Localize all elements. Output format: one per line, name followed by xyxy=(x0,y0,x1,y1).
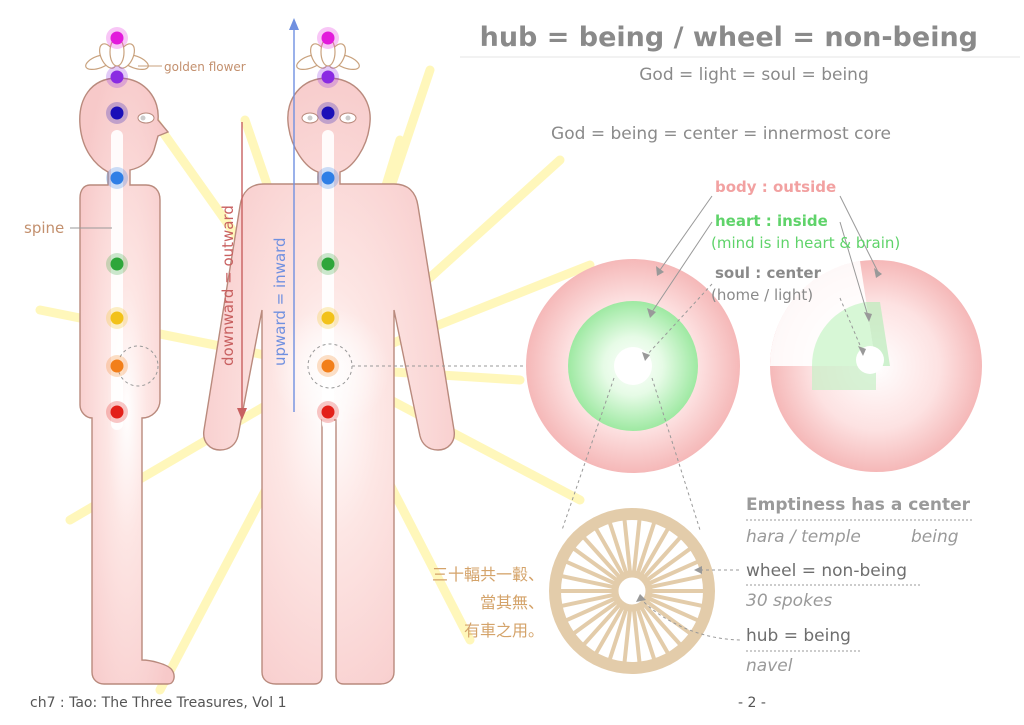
label-pointers xyxy=(645,195,879,357)
hub-label: hub = being xyxy=(746,626,851,646)
sphere-cross-section xyxy=(526,259,740,473)
spine-label: spine xyxy=(24,219,64,237)
hara-label: hara / temple xyxy=(746,527,861,547)
upward-label: upward = inward xyxy=(271,237,289,366)
wheel-spoke xyxy=(643,604,682,646)
wheel-spoke xyxy=(640,527,670,575)
wheel-spoke xyxy=(640,607,670,655)
chakra-dot xyxy=(321,311,335,325)
soul-label: soul : center xyxy=(715,264,822,282)
wheel-spoke xyxy=(649,597,699,623)
downward-arrow xyxy=(237,122,247,420)
chakra-dot xyxy=(110,70,124,84)
chakra-dot xyxy=(110,171,124,185)
wheel-spoke xyxy=(607,609,628,661)
wheel-spoke xyxy=(561,593,613,608)
wheel-spoke xyxy=(561,574,613,589)
chakra-dot xyxy=(110,31,124,45)
chinese-line-2: 當其無、 xyxy=(480,593,544,612)
chakras-front-figure xyxy=(317,27,339,423)
chakra-dot xyxy=(321,257,335,271)
spokes-label: 30 spokes xyxy=(746,591,832,611)
chakra-dot xyxy=(110,257,124,271)
wheel-spoke xyxy=(647,547,692,581)
golden-flower-label: golden flower xyxy=(164,60,246,74)
chakra-dot xyxy=(321,405,335,419)
body-label: body : outside xyxy=(715,178,836,196)
wheel-spoke xyxy=(636,609,657,661)
wheel-spoke xyxy=(622,610,632,663)
chakra-dot xyxy=(110,405,124,419)
subtitle: God = light = soul = being xyxy=(639,65,869,85)
wheel-spoke xyxy=(632,519,642,572)
wheel-spoke xyxy=(565,597,615,623)
chakra-dot xyxy=(110,106,124,120)
chakra-dot xyxy=(321,106,335,120)
wheel-spoke xyxy=(622,519,632,572)
downward-label: downward = outward xyxy=(219,205,237,366)
page-number: - 2 - xyxy=(738,695,766,711)
wheel-spoke xyxy=(572,601,617,635)
page-title: hub = being / wheel = non-being xyxy=(480,22,978,53)
front-figure xyxy=(203,37,455,685)
wheel-spoke xyxy=(594,607,624,655)
wheel-spoke xyxy=(594,527,624,575)
wheel-spoke xyxy=(632,610,642,663)
wheel-spoke xyxy=(651,593,703,608)
wheel-spoke xyxy=(647,601,692,635)
emptiness-label: Emptiness has a center xyxy=(746,495,971,515)
wheel-spoke xyxy=(565,559,615,585)
chinese-line-1: 三十輻共一轂、 xyxy=(432,565,544,584)
chakra-dot xyxy=(110,359,124,373)
chakra-dot xyxy=(321,31,335,45)
zoom-lines xyxy=(561,377,701,531)
wheel-pointers xyxy=(639,569,743,641)
wheel-spoke xyxy=(643,536,682,578)
wheel-label: wheel = non-being xyxy=(746,561,907,581)
being-label: being xyxy=(911,527,959,547)
upward-arrow xyxy=(289,18,299,412)
god-center-line: God = being = center = innermost core xyxy=(551,124,891,144)
heart-note: (mind is in heart & brain) xyxy=(711,234,900,252)
chakra-dot xyxy=(321,359,335,373)
wheel-spoke xyxy=(649,559,699,585)
wheel-spoke xyxy=(651,574,703,589)
navel-label: navel xyxy=(746,656,793,676)
label-underlines xyxy=(746,519,972,652)
wheel xyxy=(549,508,715,674)
wheel-spoke xyxy=(582,536,621,578)
wheel-spoke xyxy=(572,547,617,581)
wheel-spoke xyxy=(607,521,628,573)
sphere-cutaway xyxy=(769,260,982,472)
chakra-dot xyxy=(321,171,335,185)
wheel-spoke xyxy=(582,604,621,646)
heart-label: heart : inside xyxy=(715,212,828,230)
chakras-side-figure xyxy=(106,27,128,423)
chinese-line-3: 有車之用。 xyxy=(464,621,544,640)
side-figure xyxy=(79,37,175,685)
soul-note: (home / light) xyxy=(711,286,813,304)
wheel-spoke xyxy=(636,521,657,573)
footer-source: ch7 : Tao: The Three Treasures, Vol 1 xyxy=(30,695,287,711)
chakra-dot xyxy=(321,70,335,84)
chakra-dot xyxy=(110,311,124,325)
